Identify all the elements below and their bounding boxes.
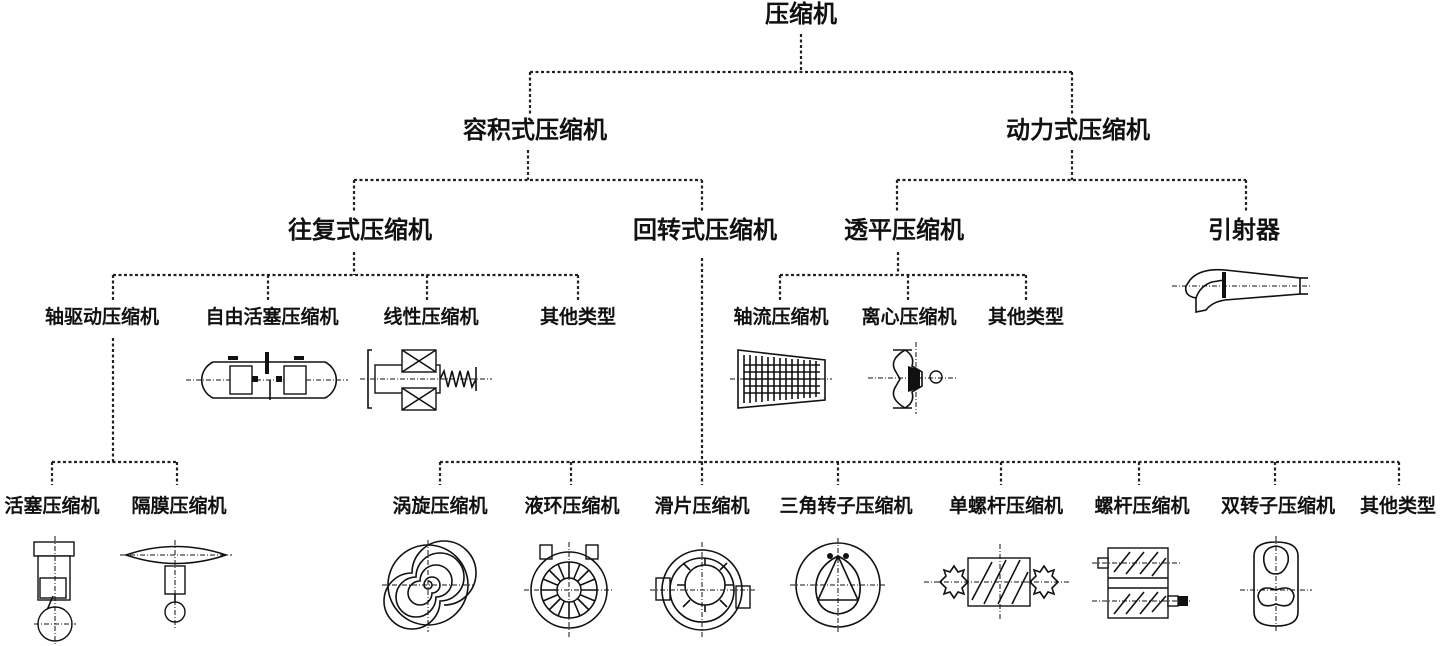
liquid-ring-compressor-icon bbox=[524, 542, 614, 638]
piston-compressor-icon bbox=[33, 536, 76, 645]
rotary-triangle-compressor-icon bbox=[790, 538, 886, 632]
connector-turbo bbox=[778, 252, 1028, 300]
node-screw: 螺杆压缩机 bbox=[1094, 495, 1190, 517]
sliding-vane-compressor-icon bbox=[650, 542, 756, 638]
node-ejector: 引射器 bbox=[1208, 215, 1280, 244]
screw-compressor-icon bbox=[1092, 547, 1190, 619]
node-sliding-vane: 滑片压缩机 bbox=[654, 495, 750, 517]
node-centrifugal: 离心压缩机 bbox=[861, 306, 957, 328]
free-piston-compressor-icon bbox=[186, 352, 348, 400]
diaphragm-compressor-icon bbox=[120, 540, 232, 628]
node-root: 压缩机 bbox=[765, 0, 837, 28]
node-twin-rotor: 双转子压缩机 bbox=[1220, 495, 1336, 517]
centrifugal-compressor-icon bbox=[868, 342, 956, 414]
connector-reciprocating bbox=[111, 252, 580, 300]
linear-compressor-icon bbox=[360, 349, 492, 411]
node-rotary-other: 其他类型 bbox=[1359, 495, 1437, 517]
node-dynamic: 动力式压缩机 bbox=[1006, 115, 1150, 144]
connector-rotary bbox=[438, 258, 1401, 485]
node-scroll: 涡旋压缩机 bbox=[392, 495, 488, 517]
axial-compressor-icon bbox=[730, 349, 832, 409]
ejector-icon bbox=[1172, 268, 1312, 313]
node-turbo: 透平压缩机 bbox=[844, 215, 964, 244]
node-reciprocating-other: 其他类型 bbox=[539, 306, 617, 328]
node-rotary: 回转式压缩机 bbox=[633, 215, 777, 244]
twin-rotor-compressor-icon bbox=[1240, 536, 1312, 632]
node-single-screw: 单螺杆压缩机 bbox=[948, 495, 1064, 517]
connector-positive-displacement bbox=[352, 150, 704, 212]
node-rotary-triangle: 三角转子压缩机 bbox=[779, 495, 913, 517]
connector-shaft-driven bbox=[50, 338, 179, 485]
node-liquid-ring: 液环压缩机 bbox=[524, 495, 620, 517]
node-axial: 轴流压缩机 bbox=[733, 306, 829, 328]
node-reciprocating: 往复式压缩机 bbox=[288, 215, 432, 244]
node-shaft-driven: 轴驱动压缩机 bbox=[44, 306, 160, 328]
node-free-piston: 自由活塞压缩机 bbox=[205, 306, 339, 328]
node-diaphragm: 隔膜压缩机 bbox=[131, 495, 227, 517]
node-linear: 线性压缩机 bbox=[383, 306, 479, 328]
scroll-compressor-icon bbox=[382, 540, 477, 632]
node-turbo-other: 其他类型 bbox=[987, 306, 1065, 328]
connector-root bbox=[528, 34, 1074, 115]
node-piston: 活塞压缩机 bbox=[4, 495, 100, 517]
node-positive-displacement: 容积式压缩机 bbox=[463, 115, 607, 144]
connector-dynamic bbox=[895, 150, 1248, 212]
single-screw-compressor-icon bbox=[924, 544, 1070, 620]
